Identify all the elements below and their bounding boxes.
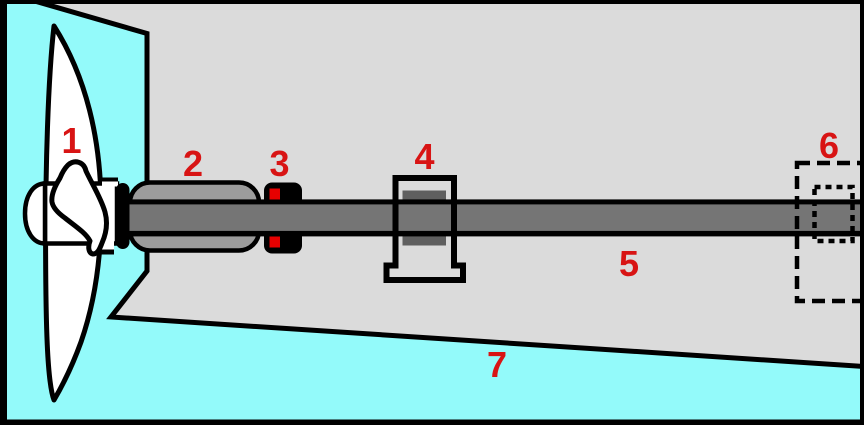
svg-text:3: 3 <box>269 143 289 184</box>
svg-text:4: 4 <box>414 136 434 177</box>
svg-text:6: 6 <box>819 125 839 166</box>
svg-text:2: 2 <box>183 143 203 184</box>
svg-text:7: 7 <box>487 344 507 385</box>
svg-text:1: 1 <box>61 120 81 161</box>
svg-text:5: 5 <box>619 243 639 284</box>
